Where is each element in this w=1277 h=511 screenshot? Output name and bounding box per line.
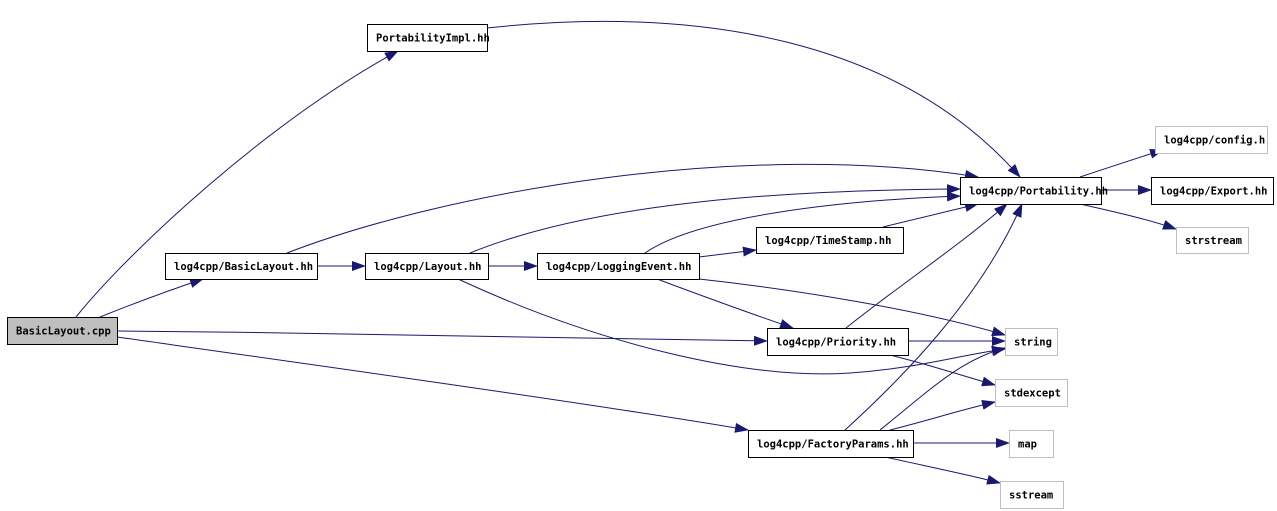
node-priority-hh[interactable]: log4cpp/Priority.hh bbox=[767, 328, 909, 356]
node-box bbox=[365, 253, 489, 280]
edge-timestamp-hh-to-portability-hh bbox=[882, 202, 979, 228]
edge-loggingevent-hh-to-timestamp-hh bbox=[698, 246, 757, 258]
node-label: map bbox=[1018, 439, 1037, 451]
edge-basiclayout-cpp-to-factoryparams-hh bbox=[116, 336, 749, 433]
edge-factoryparams-hh-to-stdexcept bbox=[889, 400, 996, 431]
node-label: log4cpp/LoggingEvent.hh bbox=[546, 261, 691, 273]
node-box bbox=[995, 379, 1068, 407]
node-portability-hh[interactable]: log4cpp/Portability.hh bbox=[960, 177, 1109, 205]
node-stdexcept: stdexcept bbox=[995, 379, 1068, 407]
node-label: sstream bbox=[1009, 490, 1053, 502]
edge-basiclayout-cpp-to-portabilityimpl bbox=[75, 50, 399, 318]
edge-basiclayout-hh-to-portability-hh bbox=[286, 163, 979, 254]
node-label: log4cpp/Priority.hh bbox=[776, 337, 896, 349]
node-label: string bbox=[1014, 337, 1052, 349]
edges-layer bbox=[75, 21, 1177, 485]
edge-portabilityimpl-to-portability-hh bbox=[486, 21, 1021, 178]
edge-loggingevent-hh-to-string bbox=[698, 278, 1006, 337]
edge-priority-hh-to-portability-hh bbox=[845, 203, 1008, 329]
node-label: strstream bbox=[1185, 235, 1242, 247]
edge-loggingevent-hh-to-portability-hh bbox=[644, 191, 961, 254]
edge-layout-hh-to-string bbox=[457, 278, 1006, 375]
node-label: log4cpp/Export.hh bbox=[1160, 186, 1267, 198]
node-box bbox=[165, 253, 318, 280]
node-box bbox=[748, 430, 914, 458]
node-string: string bbox=[1005, 328, 1058, 356]
node-box bbox=[1176, 227, 1249, 254]
node-label: log4cpp/TimeStamp.hh bbox=[765, 235, 891, 247]
edge-layout-hh-to-portability-hh bbox=[469, 184, 961, 254]
node-label: BasicLayout.cpp bbox=[16, 326, 111, 338]
node-box bbox=[1009, 430, 1054, 458]
node-label: log4cpp/BasicLayout.hh bbox=[174, 261, 313, 273]
node-box bbox=[960, 177, 1102, 205]
node-portabilityimpl[interactable]: PortabilityImpl.hh bbox=[367, 24, 490, 52]
node-label: log4cpp/FactoryParams.hh bbox=[757, 439, 909, 451]
node-label: log4cpp/Portability.hh bbox=[969, 186, 1108, 198]
edge-portability-hh-to-config-h bbox=[1079, 149, 1164, 178]
edge-portability-hh-to-strstream bbox=[1079, 203, 1177, 230]
edge-factoryparams-hh-to-portability-hh bbox=[844, 203, 1023, 431]
node-label: stdexcept bbox=[1004, 388, 1061, 400]
node-box bbox=[367, 24, 488, 52]
node-label: log4cpp/config.h bbox=[1164, 135, 1265, 147]
node-timestamp-hh[interactable]: log4cpp/TimeStamp.hh bbox=[756, 227, 904, 254]
node-box bbox=[7, 317, 118, 345]
node-box bbox=[767, 328, 909, 356]
node-basiclayout-hh[interactable]: log4cpp/BasicLayout.hh bbox=[165, 253, 318, 280]
node-layout-hh[interactable]: log4cpp/Layout.hh bbox=[365, 253, 489, 280]
node-basiclayout-cpp[interactable]: BasicLayout.cpp bbox=[7, 317, 118, 345]
edge-basiclayout-cpp-to-priority-hh bbox=[116, 330, 768, 346]
edge-factoryparams-hh-to-sstream bbox=[884, 456, 1001, 485]
node-box bbox=[537, 253, 700, 280]
node-label: log4cpp/Layout.hh bbox=[374, 261, 481, 273]
edge-loggingevent-hh-to-priority-hh bbox=[656, 278, 794, 329]
node-box bbox=[756, 227, 904, 254]
node-export-hh[interactable]: log4cpp/Export.hh bbox=[1151, 177, 1274, 205]
node-loggingevent-hh[interactable]: log4cpp/LoggingEvent.hh bbox=[537, 253, 700, 280]
node-factoryparams-hh[interactable]: log4cpp/FactoryParams.hh bbox=[748, 430, 914, 458]
edge-basiclayout-cpp-to-basiclayout-hh bbox=[99, 278, 204, 318]
node-config-h: log4cpp/config.h bbox=[1155, 126, 1268, 154]
edge-factoryparams-hh-to-string bbox=[879, 346, 1006, 431]
node-box bbox=[1000, 481, 1064, 509]
node-sstream: sstream bbox=[1000, 481, 1064, 509]
edge-priority-hh-to-stdexcept bbox=[889, 354, 996, 387]
node-map: map bbox=[1009, 430, 1054, 458]
node-box bbox=[1151, 177, 1274, 205]
node-box bbox=[1005, 328, 1058, 356]
nodes-layer: BasicLayout.cpp PortabilityImpl.hh log4cpp… bbox=[7, 24, 1274, 509]
node-box bbox=[1155, 126, 1268, 154]
node-strstream: strstream bbox=[1176, 227, 1249, 254]
node-label: PortabilityImpl.hh bbox=[376, 33, 490, 45]
